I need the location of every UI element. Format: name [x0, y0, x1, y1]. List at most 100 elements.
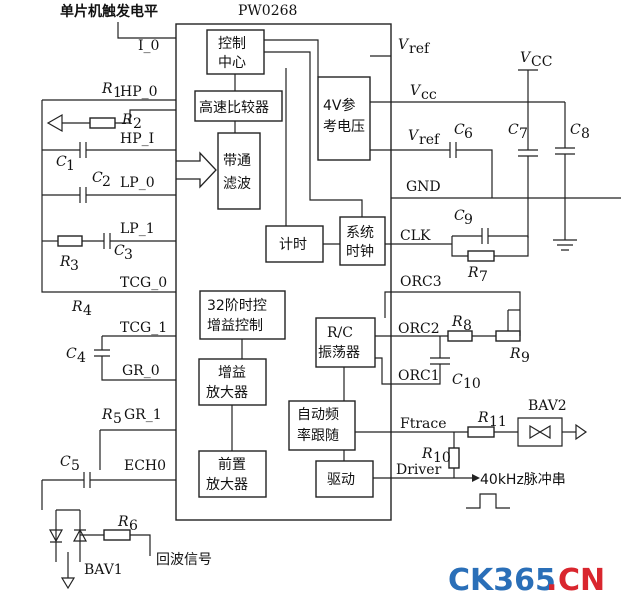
c6-wire-b	[456, 149, 493, 198]
wire-ctrl-ref	[264, 39, 319, 77]
pin-driver: Driver	[396, 462, 442, 478]
block-pre-amplifier: 前置 放大器	[198, 450, 267, 498]
vcc-top-label: V	[520, 50, 532, 66]
r8-sub: 8	[463, 318, 472, 334]
c9-cap	[481, 228, 489, 244]
pulse-train-label: 40kHz脉冲串	[480, 472, 566, 488]
pin-i0: I_0	[138, 38, 159, 54]
pin-vref1: V	[398, 37, 410, 53]
c4-wire-b	[101, 356, 176, 381]
block-gain-amplifier: 增益 放大器	[198, 358, 267, 406]
c4-label: C	[66, 346, 77, 362]
watermark-left: CK365	[448, 563, 556, 598]
r4-label: R	[71, 299, 83, 315]
c5-label: C	[60, 454, 71, 470]
r6-label: R	[117, 514, 129, 530]
bav1-ground-icon	[60, 577, 76, 590]
c6-cap	[449, 142, 457, 158]
r11-sub: 11	[489, 414, 507, 430]
echo-signal-label: 回波信号	[156, 552, 212, 568]
orc1-wire	[375, 357, 441, 385]
c6-label: C	[454, 122, 465, 138]
orc3-wire	[384, 291, 521, 336]
r2-resistor	[89, 117, 116, 129]
c2-cap	[79, 187, 87, 203]
svg-text:放大器: 放大器	[206, 477, 248, 493]
r7-wire-b	[494, 236, 529, 257]
svg-text:自动频: 自动频	[297, 407, 339, 423]
svg-text:率跟随: 率跟随	[297, 427, 339, 444]
svg-text:振荡器: 振荡器	[318, 345, 360, 361]
r2-wire-b	[115, 109, 176, 124]
c7-cap	[518, 149, 538, 157]
watermark-right: CN	[558, 563, 605, 598]
chip-outline	[175, 23, 392, 521]
c7-label: C	[508, 122, 519, 138]
r1-sub: 1	[113, 85, 122, 101]
watermark-dot: .	[546, 563, 557, 598]
pin-lp0: LP_0	[120, 175, 155, 191]
block-control-center: 控制 中心	[206, 29, 265, 75]
block-driver: 驱动	[315, 460, 374, 498]
c3-sub: 3	[124, 247, 133, 263]
bav2-diodes	[529, 424, 551, 440]
svg-text:前置: 前置	[218, 456, 246, 473]
svg-text:系统: 系统	[346, 225, 374, 241]
c2-label: C	[92, 170, 103, 186]
chip-label: PW0268	[238, 3, 297, 19]
r6-sub: 6	[129, 518, 138, 534]
c1-label: C	[56, 154, 67, 170]
c9-label: C	[454, 208, 465, 224]
pin-gr1: GR_1	[124, 407, 162, 423]
svg-text:中心: 中心	[218, 55, 246, 71]
r2-label: R	[121, 112, 133, 128]
svg-text:32阶时控: 32阶时控	[207, 298, 267, 314]
r7-sub: 7	[479, 269, 488, 285]
c7-sub: 7	[519, 126, 528, 142]
c6-sub: 6	[464, 126, 473, 142]
svg-text:计时: 计时	[279, 237, 307, 253]
block-gain-control-32: 32阶时控 增益控制	[199, 290, 286, 340]
vcc-top-sub: CC	[531, 54, 552, 70]
ground-icon	[553, 239, 577, 251]
pin-vref2: V	[408, 128, 420, 144]
pin-tcg0: TCG_0	[120, 275, 167, 291]
r7-resistor	[467, 250, 495, 262]
pin-hp1: HP_I	[120, 131, 154, 147]
svg-text:增益: 增益	[218, 365, 246, 381]
r8-label: R	[451, 314, 463, 330]
r11-label: R	[477, 410, 489, 426]
c9-sub: 9	[464, 212, 473, 228]
pin-gr0: GR_0	[122, 363, 160, 379]
c3-label: C	[114, 243, 125, 259]
pin-hp0: HP_0	[120, 84, 158, 100]
r2-sub: 2	[133, 116, 142, 132]
pulse-icon	[466, 493, 510, 509]
r3-label: R	[59, 254, 71, 270]
bav1-bars	[50, 529, 86, 543]
c8-label: C	[570, 122, 581, 138]
svg-text:滤波: 滤波	[223, 176, 251, 192]
pin-ech0: ECH0	[124, 458, 166, 474]
wire-ctrl-clock	[264, 51, 363, 217]
pin-gnd: GND	[406, 179, 441, 195]
r5-label: R	[101, 407, 113, 423]
pin-lp1: LP_1	[120, 221, 155, 237]
pin-clk: CLK	[400, 228, 431, 244]
bav2-label: BAV2	[528, 398, 567, 414]
i0-wire	[117, 22, 176, 39]
c4-sub: 4	[77, 350, 86, 366]
c1-sub: 1	[66, 158, 75, 174]
driver-arrow	[472, 474, 480, 482]
svg-text:增益控制: 增益控制	[207, 318, 263, 334]
c10-sub: 10	[463, 376, 481, 392]
tcg0-wire	[41, 250, 176, 293]
bav2-frame	[517, 417, 563, 447]
c8-sub: 8	[581, 126, 590, 142]
pin-ftrace: Ftrace	[400, 416, 447, 432]
r7-label: R	[467, 265, 479, 281]
r5-sub: 5	[113, 411, 122, 427]
svg-text:驱动: 驱动	[327, 472, 355, 488]
svg-text:放大器: 放大器	[206, 385, 248, 401]
